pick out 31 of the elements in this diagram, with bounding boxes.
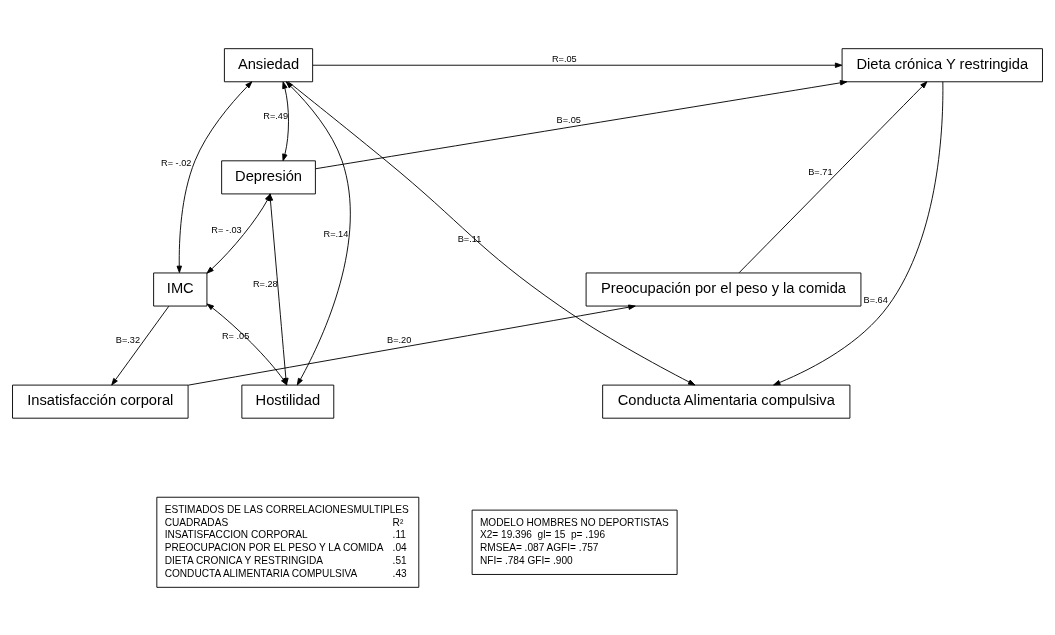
node-box: IMC (153, 272, 208, 306)
edge-label: B=.20 (387, 334, 412, 345)
edge-label: R= .05 (221, 330, 250, 341)
node-box: Insatisfacción corporal (12, 384, 189, 419)
node-box: Hostilidad (241, 384, 335, 419)
edge-label: B=.32 (115, 334, 141, 345)
node-box: Ansiedad (223, 47, 314, 82)
arrow (738, 80, 928, 273)
node-box: Conducta Alimentaria compulsiva (602, 384, 851, 419)
node-box: Dieta crónica Y restringida (841, 47, 1043, 82)
edge-label: B=.05 (556, 114, 581, 125)
edge-label: B=.11 (457, 233, 482, 244)
node-box: MODELO HOMBRES NO DEPORTISTAS X2= 19.396 gl= 15 p= .196 RMSEA= .087 AGFI= .757 NFI= .784 GFI= .900 (471, 509, 678, 575)
edge-label: R= -.02 (161, 157, 192, 168)
node-box: ESTIMADOS DE LAS CORRELACIONESMULTIPLES CUADRADAS R² INSATISFACCION CORPORAL .11 PREOCUPACION POR EL PESO Y LA COMIDA .04 DIETA CRONICA Y RESTRINGIDA .51 CONDUCTA ALIMENTARIA COMPULSIVA .43 (156, 496, 420, 588)
arrow (111, 305, 170, 385)
arrow (176, 80, 253, 273)
edge-label: R=.28 (252, 278, 278, 289)
node-box: Preocupación por el peso y la comida (585, 272, 862, 306)
edge-label: B=.71 (808, 166, 833, 177)
arrow (312, 62, 843, 68)
edge-label: R=.14 (323, 228, 349, 239)
arrow (773, 80, 944, 385)
edge-label: R= -.03 (211, 224, 242, 235)
edge-label: B=.64 (863, 294, 888, 305)
arrow (282, 81, 289, 161)
edge-label: R=.49 (263, 110, 289, 121)
node-box: Depresión (221, 159, 316, 194)
arrow (315, 79, 848, 169)
edge-label: R=.05 (551, 53, 577, 64)
arrow (287, 80, 696, 385)
